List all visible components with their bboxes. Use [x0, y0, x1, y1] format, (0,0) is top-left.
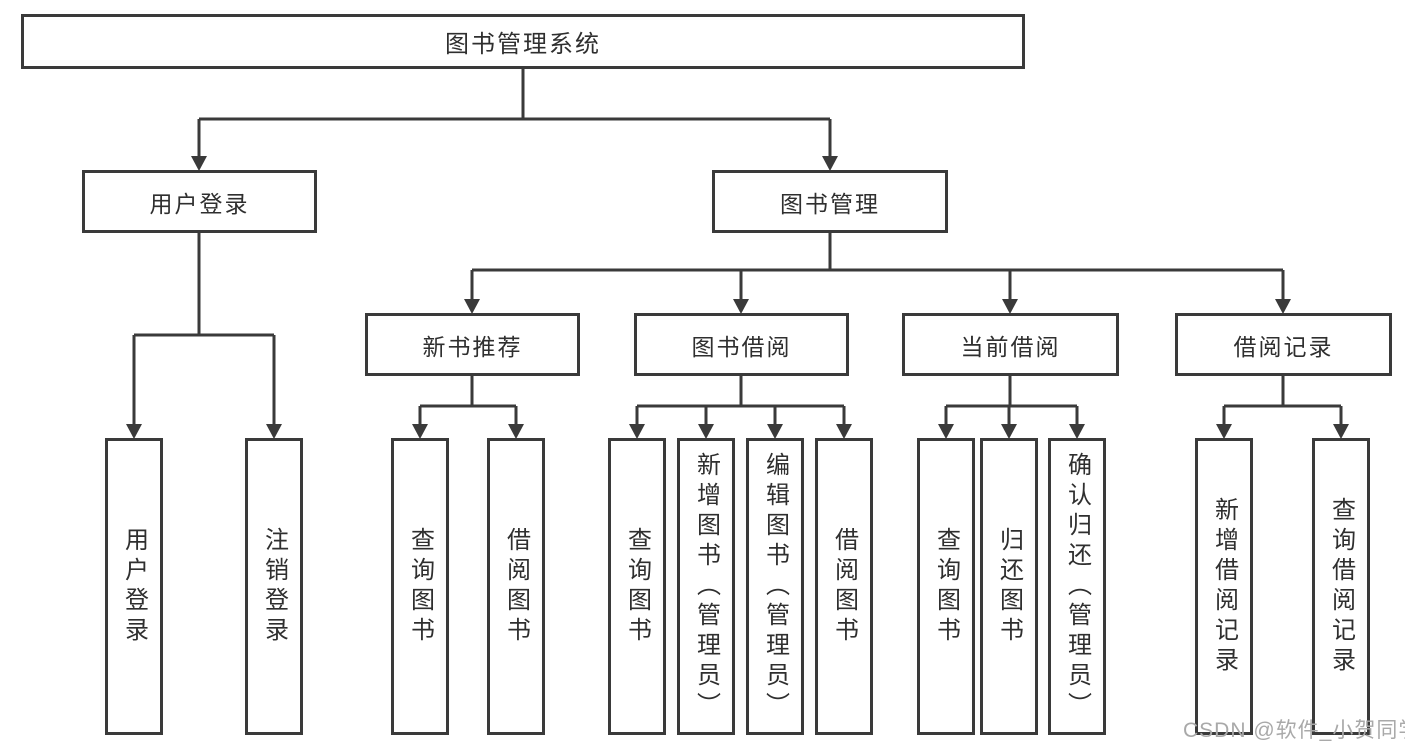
leaf-bb-query-books: 查询图书 — [608, 438, 666, 735]
node-book-borrowing: 图书借阅 — [634, 313, 849, 376]
leaf-cb-query-books: 查询图书 — [917, 438, 975, 735]
leaf-user-login: 用户登录 — [105, 438, 163, 735]
leaf-br-query-borrow-record: 查询借阅记录 — [1312, 438, 1370, 735]
node-borrowing-records: 借阅记录 — [1175, 313, 1392, 376]
leaf-nb-borrow-books: 借阅图书 — [487, 438, 545, 735]
node-root: 图书管理系统 — [21, 14, 1025, 69]
leaf-cb-return-books: 归还图书 — [980, 438, 1038, 735]
leaf-br-add-borrow-record: 新增借阅记录 — [1195, 438, 1253, 735]
node-new-book-recommendation: 新书推荐 — [365, 313, 580, 376]
watermark: CSDN @软件_小贺同学 — [1183, 719, 1405, 742]
node-user-login: 用户登录 — [82, 170, 317, 233]
node-current-borrowing: 当前借阅 — [902, 313, 1119, 376]
leaf-cb-confirm-return-admin: 确认归还（管理员） — [1048, 438, 1106, 735]
leaf-logout: 注销登录 — [245, 438, 303, 735]
leaf-bb-edit-book-admin: 编辑图书（管理员） — [746, 438, 804, 735]
leaf-nb-query-books: 查询图书 — [391, 438, 449, 735]
leaf-bb-borrow-books: 借阅图书 — [815, 438, 873, 735]
node-book-management: 图书管理 — [712, 170, 948, 233]
leaf-bb-add-book-admin: 新增图书（管理员） — [677, 438, 735, 735]
